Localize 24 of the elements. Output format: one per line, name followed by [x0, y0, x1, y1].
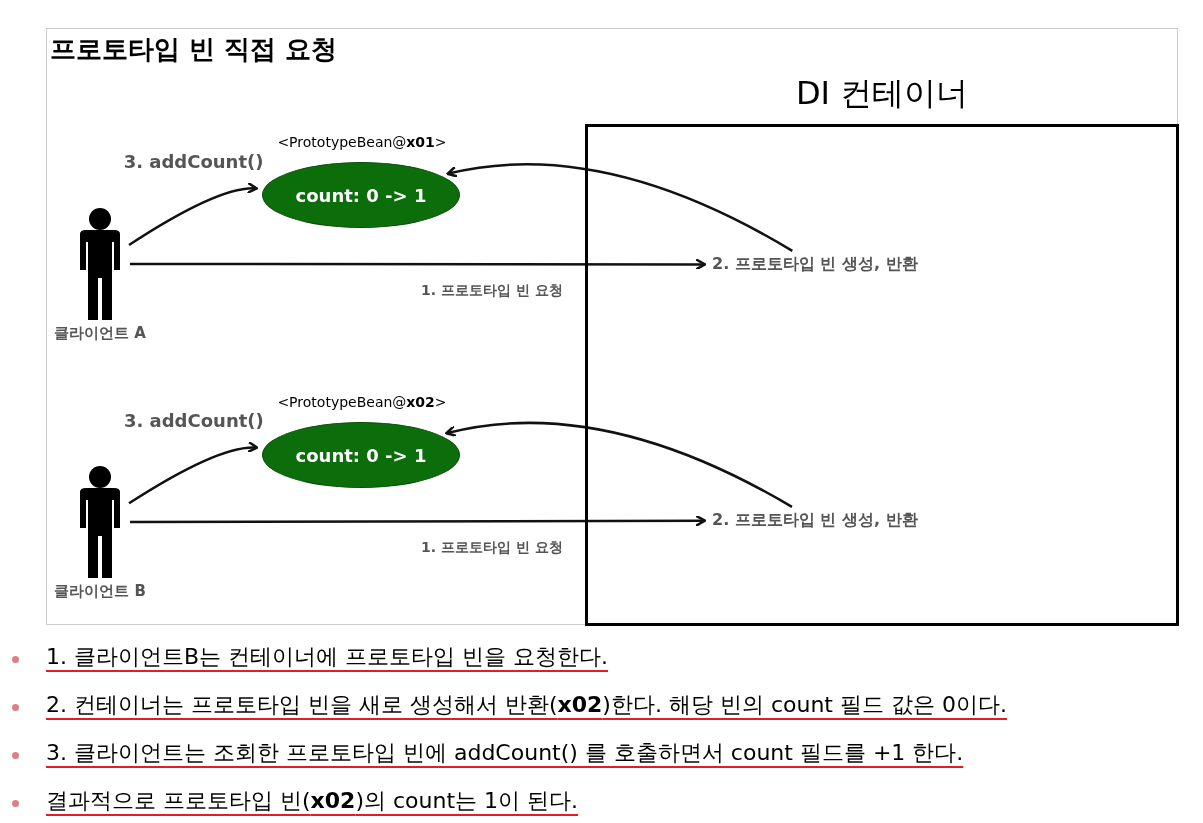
arrow	[130, 258, 707, 271]
edge-label: 3. addCount()	[123, 410, 264, 432]
bean-ellipse: count: 0 -> 1	[262, 162, 460, 228]
step-label: 2. 프로토타입 빈 생성, 반환	[712, 254, 918, 275]
bullet-text: 결과적으로 프로토타입 빈(x02)의 count는 1이 된다.	[46, 787, 578, 815]
step-label: 2. 프로토타입 빈 생성, 반환	[712, 510, 918, 531]
arrow	[445, 421, 793, 508]
person-label: 클라이언트 A	[53, 324, 147, 343]
arrow	[128, 182, 258, 247]
bullet-text: 3. 클라이언트는 조회한 프로토타입 빈에 addCount() 를 호출하면서 count 필드를 +1 한다.	[46, 739, 964, 767]
edge-label: 1. 프로토타입 빈 요청	[421, 539, 563, 558]
bean-name: <PrototypeBean@x02>	[276, 394, 448, 410]
bullet-text: 1. 클라이언트B는 컨테이너에 프로토타입 빈을 요청한다.	[46, 643, 609, 671]
bullet-text: 2. 컨테이너는 프로토타입 빈을 새로 생성해서 반환(x02)한다. 해당 빈의 count 필드 값은 0이다.	[46, 691, 1007, 719]
edge-label: 1. 프로토타입 빈 요청	[421, 282, 563, 301]
diagram-title: 프로토타입 빈 직접 요청	[50, 33, 338, 66]
arrow	[128, 441, 259, 505]
edge-label: 3. addCount()	[123, 151, 264, 173]
bean-ellipse: count: 0 -> 1	[262, 422, 460, 488]
arrow	[130, 514, 707, 527]
person-label: 클라이언트 B	[53, 582, 147, 601]
arrow	[446, 163, 793, 252]
container-title: DI 컨테이너	[794, 73, 970, 114]
bean-name: <PrototypeBean@x01>	[276, 134, 448, 150]
